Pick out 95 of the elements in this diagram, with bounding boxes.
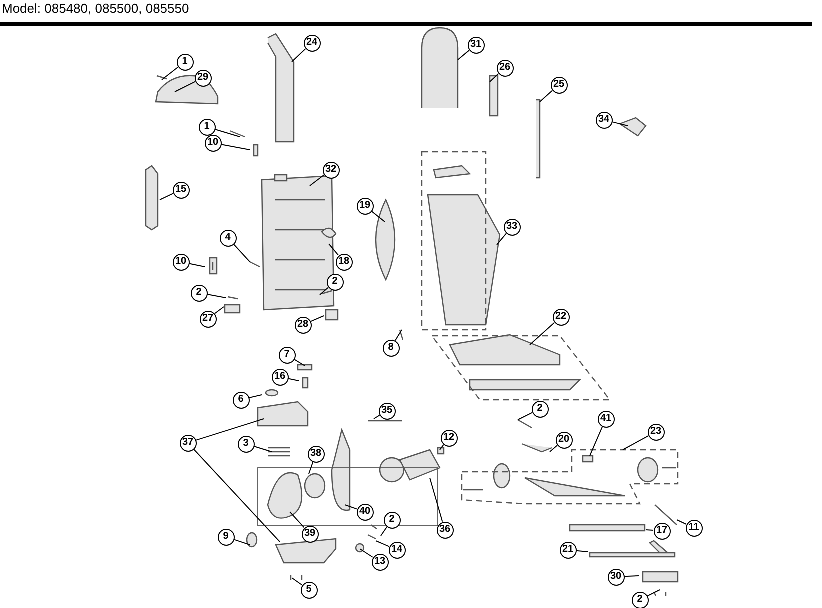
callout-number: 1 [176, 54, 194, 70]
leader-line [374, 414, 380, 420]
leader-line [294, 358, 306, 366]
callout-number: 17 [654, 522, 670, 540]
callout-number: 7 [278, 346, 296, 364]
callout-number: 10 [172, 254, 190, 270]
leader-line [328, 244, 340, 256]
leader-line [647, 590, 660, 597]
leader-line [518, 412, 533, 420]
leader-line [234, 539, 250, 546]
callout-number: 36 [436, 522, 454, 538]
leader-line [292, 48, 306, 62]
callout-number: 18 [336, 254, 352, 270]
leader-line [214, 128, 240, 138]
callout-number: 29 [194, 70, 212, 86]
leader-line [220, 144, 250, 150]
leader-line [344, 504, 358, 510]
leader-line [160, 193, 174, 200]
leader-line [380, 526, 388, 536]
leader-line [206, 294, 226, 298]
leader-line [292, 578, 303, 586]
callout-number: 22 [552, 308, 570, 326]
leader-line [612, 122, 628, 126]
leader-line [550, 445, 558, 452]
callout-number: 12 [440, 430, 458, 446]
callout-number: 1 [198, 118, 216, 136]
leader-line [624, 576, 640, 578]
leader-line [676, 520, 687, 525]
callout-number: 4 [220, 230, 236, 246]
callout-number: 2 [532, 400, 548, 418]
leader-line [376, 540, 390, 548]
leader-line [290, 512, 305, 528]
leader-line [310, 316, 324, 322]
callout-number: 37 [180, 434, 196, 452]
callout-number: 33 [504, 218, 520, 236]
leader-line [496, 233, 508, 246]
leader-line [320, 287, 330, 296]
callout-number: 8 [382, 340, 400, 356]
leader-line [308, 462, 314, 474]
leader-line [458, 50, 470, 60]
callout-number: 40 [356, 504, 374, 520]
leader-line [490, 73, 500, 82]
callout-number: 15 [172, 182, 190, 198]
callout-number: 19 [356, 198, 374, 214]
callout-number: 14 [388, 542, 406, 558]
callout-number: 2 [632, 592, 648, 608]
leader-line [310, 174, 325, 186]
leader-line [360, 548, 374, 558]
callout-number: 24 [304, 34, 320, 52]
leader-line [233, 244, 250, 262]
callout-number: 9 [218, 528, 234, 546]
leader-line [576, 550, 588, 552]
callout-number: 32 [322, 162, 340, 178]
leader-line [162, 66, 179, 80]
callout-number: 35 [378, 402, 396, 420]
leader-line [248, 394, 262, 399]
callout-number: 25 [550, 76, 568, 94]
callout-number: 28 [294, 316, 312, 334]
callout-number: 3 [238, 436, 254, 452]
leader-line [188, 263, 206, 268]
callout-number: 23 [648, 424, 664, 440]
callout-number: 13 [372, 554, 388, 570]
callout-number: 20 [556, 432, 572, 448]
leader-line [530, 322, 556, 346]
leader-line [288, 378, 300, 382]
callout-number: 38 [308, 446, 324, 462]
leader-line [371, 210, 386, 222]
callout-number: 2 [384, 512, 400, 528]
leader-line [174, 81, 196, 92]
leader-line [590, 426, 604, 456]
leader-line [646, 530, 654, 531]
leader-line [622, 436, 650, 450]
callout-number: 10 [204, 134, 222, 152]
leader-line [540, 90, 554, 102]
callout-number: 11 [686, 520, 702, 536]
callout-number: 6 [232, 392, 250, 408]
callout-number: 16 [272, 368, 288, 386]
leader-line [196, 418, 264, 441]
leader-line [440, 444, 444, 450]
callout-number: 26 [496, 60, 514, 76]
callout-number: 5 [300, 582, 318, 598]
model-title: Model: 085480, 085500, 085550 [2, 1, 190, 16]
callout-number: 30 [608, 568, 624, 586]
leader-line [430, 478, 444, 522]
leader-line [254, 446, 272, 452]
callout-number: 34 [596, 112, 612, 128]
callout-number: 31 [468, 36, 484, 54]
callout-number: 39 [302, 526, 318, 542]
callout-number: 21 [560, 542, 576, 558]
callout-number: 27 [200, 310, 216, 328]
callout-number: 2 [190, 284, 208, 302]
leader-line [214, 306, 224, 314]
leader-line [394, 330, 402, 342]
callout-number: 41 [598, 410, 614, 428]
leader-line [193, 448, 280, 542]
